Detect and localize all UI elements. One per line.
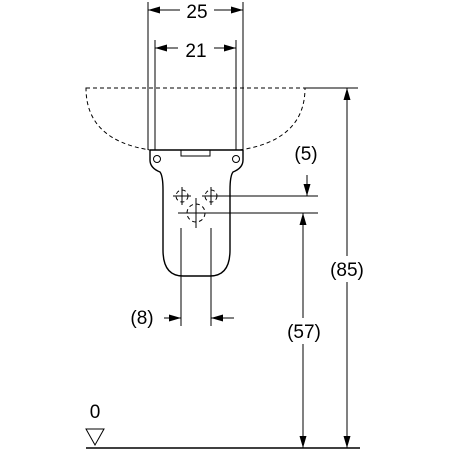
dimension-5: (5) [214, 144, 318, 214]
dimension-85: (85) [305, 87, 373, 448]
dimension-25: 25 [147, 0, 244, 150]
dim-label-25: 25 [186, 2, 207, 23]
dim-label-57: (57) [287, 322, 321, 343]
pedestal [149, 149, 244, 277]
dim-label-8: (8) [130, 308, 153, 329]
drain-markers [173, 187, 220, 228]
dim-label-85: (85) [330, 260, 364, 281]
dimension-21: 21 [154, 38, 237, 150]
dimension-57: (57) [279, 213, 329, 448]
floor-level: 0 [85, 402, 360, 449]
floor-level-label: 0 [90, 402, 101, 423]
dim-label-5: (5) [294, 144, 317, 165]
dim-label-21: 21 [185, 41, 206, 62]
washbasin-outline [85, 87, 306, 151]
dimension-8: (8) [130, 228, 234, 329]
